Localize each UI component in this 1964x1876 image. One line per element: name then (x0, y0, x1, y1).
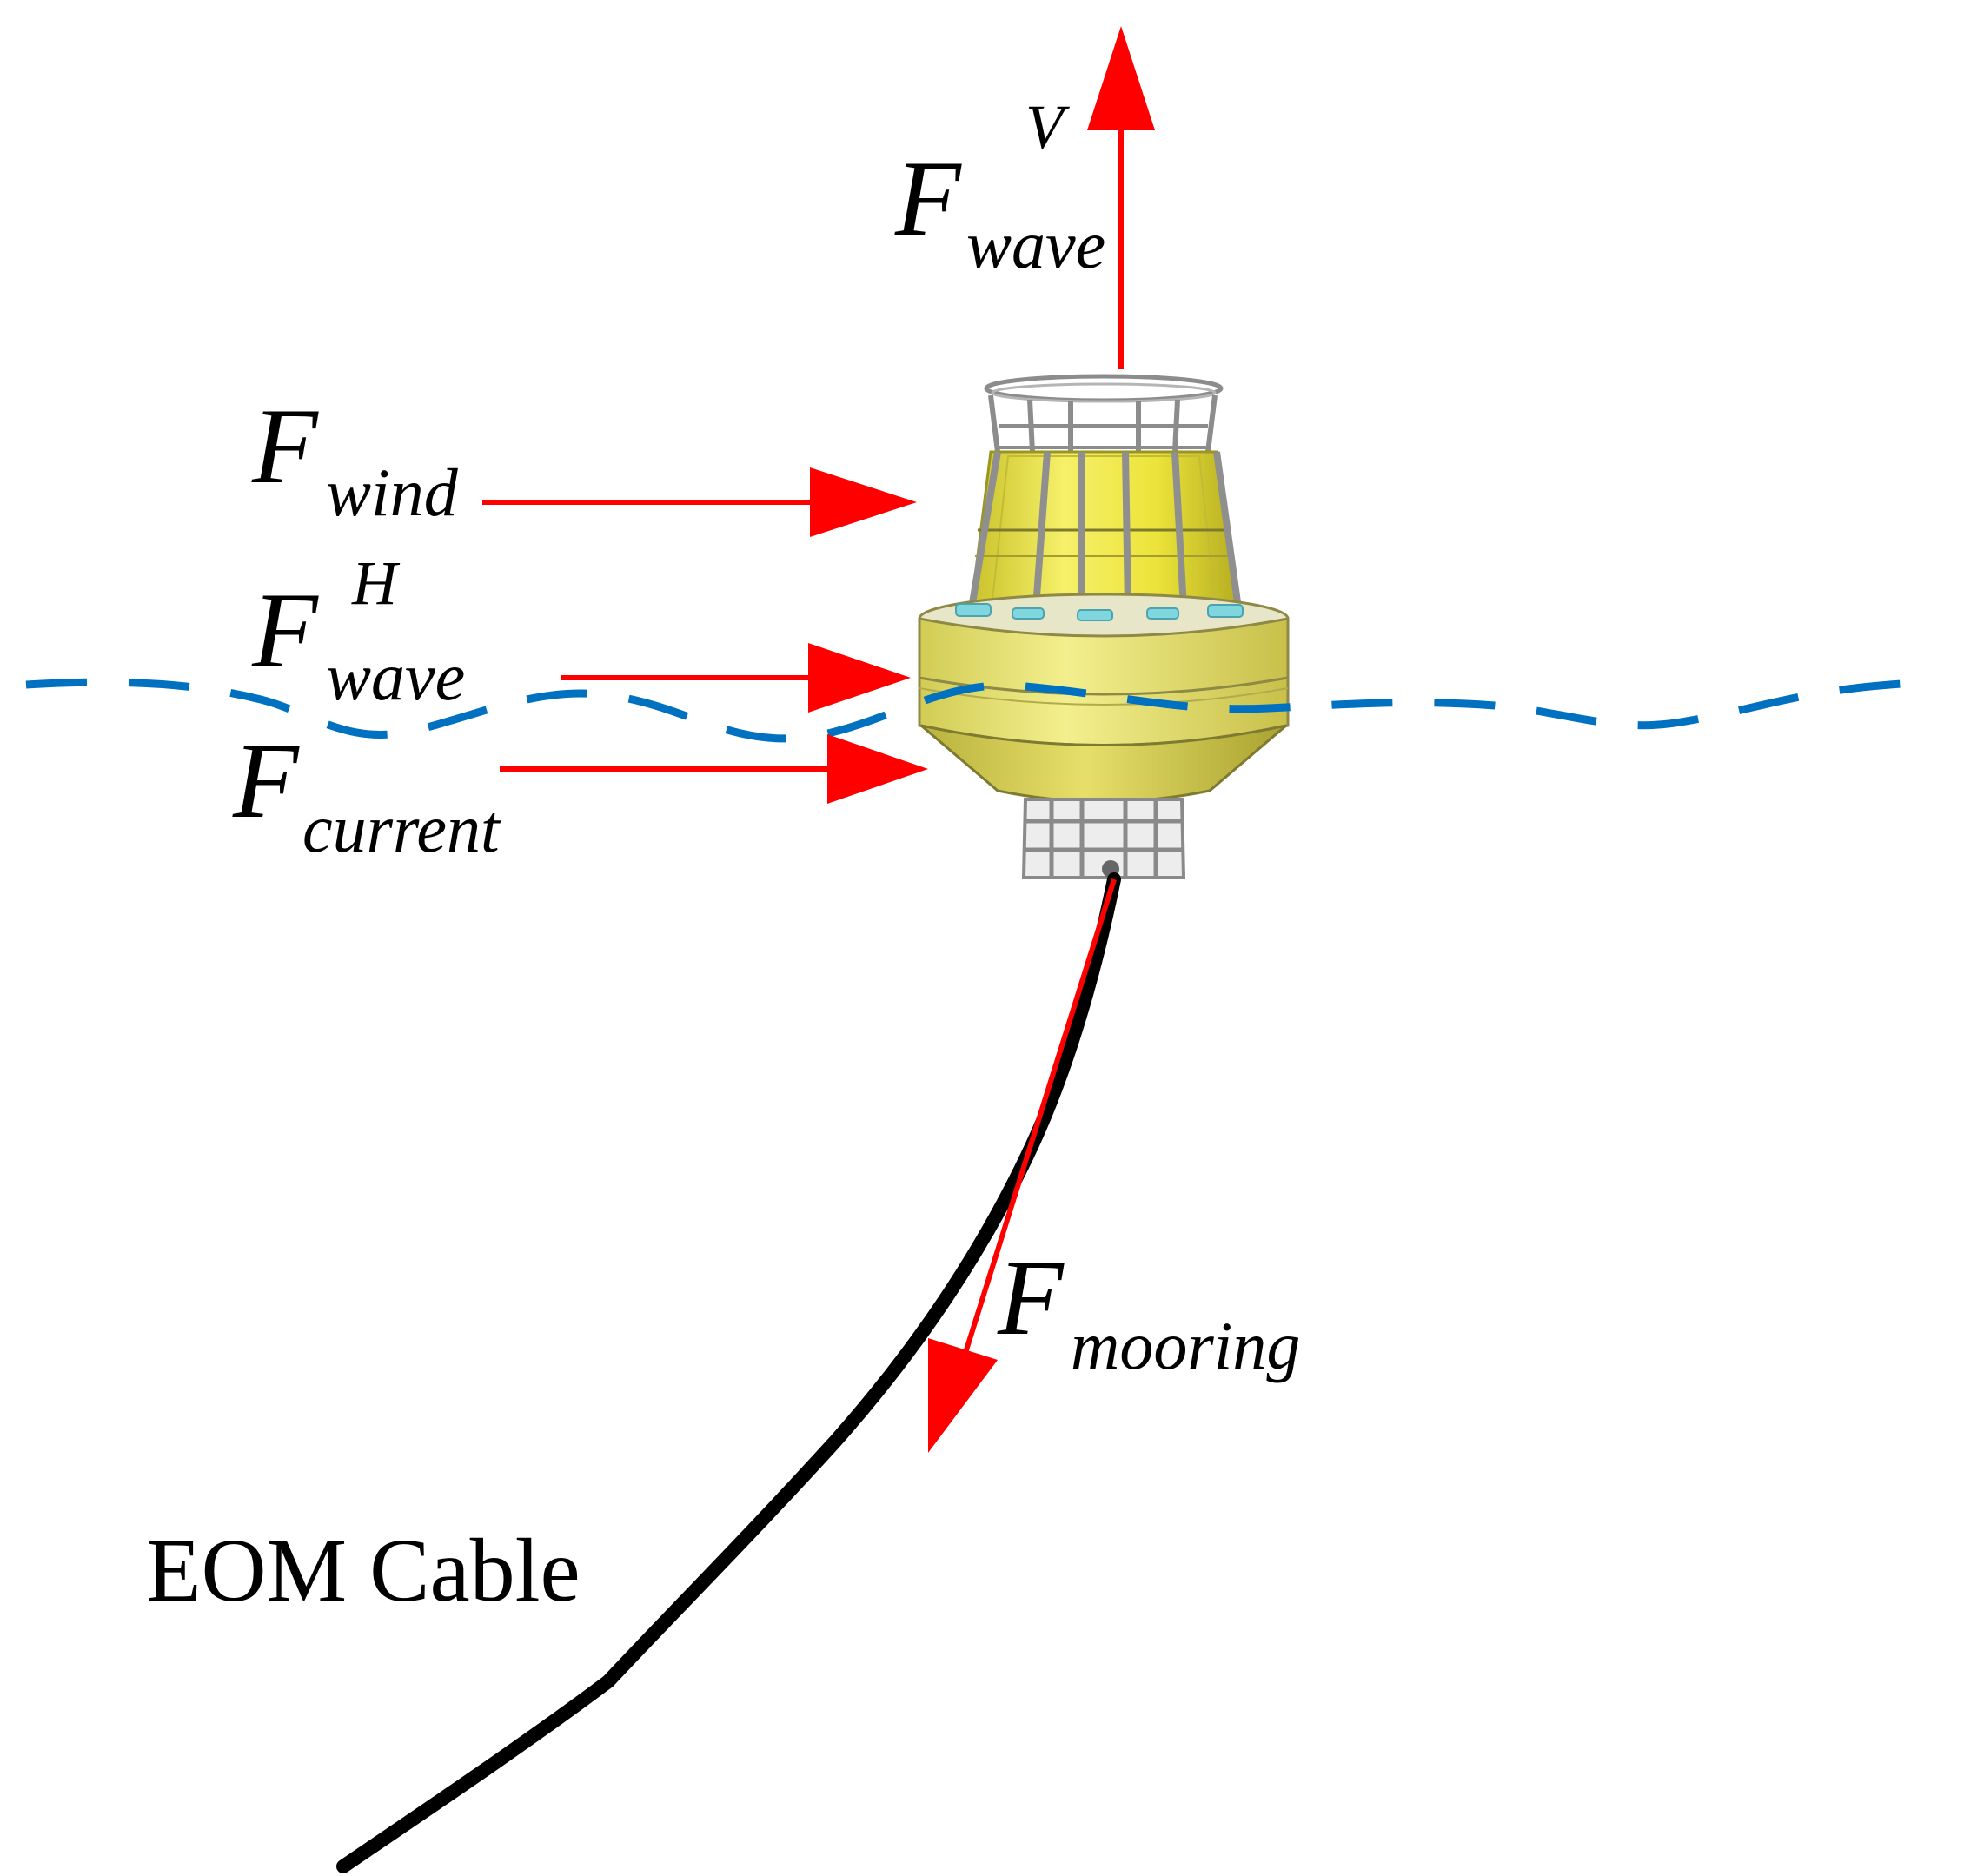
label-current: F current (232, 721, 501, 866)
label-eom-cable: EOM Cable (146, 1521, 581, 1621)
force-wave-vertical-arrow (1087, 26, 1155, 369)
force-wind-arrow (482, 467, 917, 537)
force-current-arrow (500, 734, 928, 804)
force-wave-horizontal-arrow (561, 643, 911, 713)
label-wave-vertical: F V wave (894, 92, 1105, 282)
force-mooring-arrow (928, 878, 1117, 1453)
water-surface-line (25, 678, 1939, 743)
label-mooring: F mooring (997, 1238, 1300, 1383)
buoy-icon (918, 374, 1290, 879)
label-wind: F wind (251, 387, 459, 530)
label-wave-horizontal: F H wave (251, 548, 465, 714)
eom-cable (336, 872, 1121, 1873)
